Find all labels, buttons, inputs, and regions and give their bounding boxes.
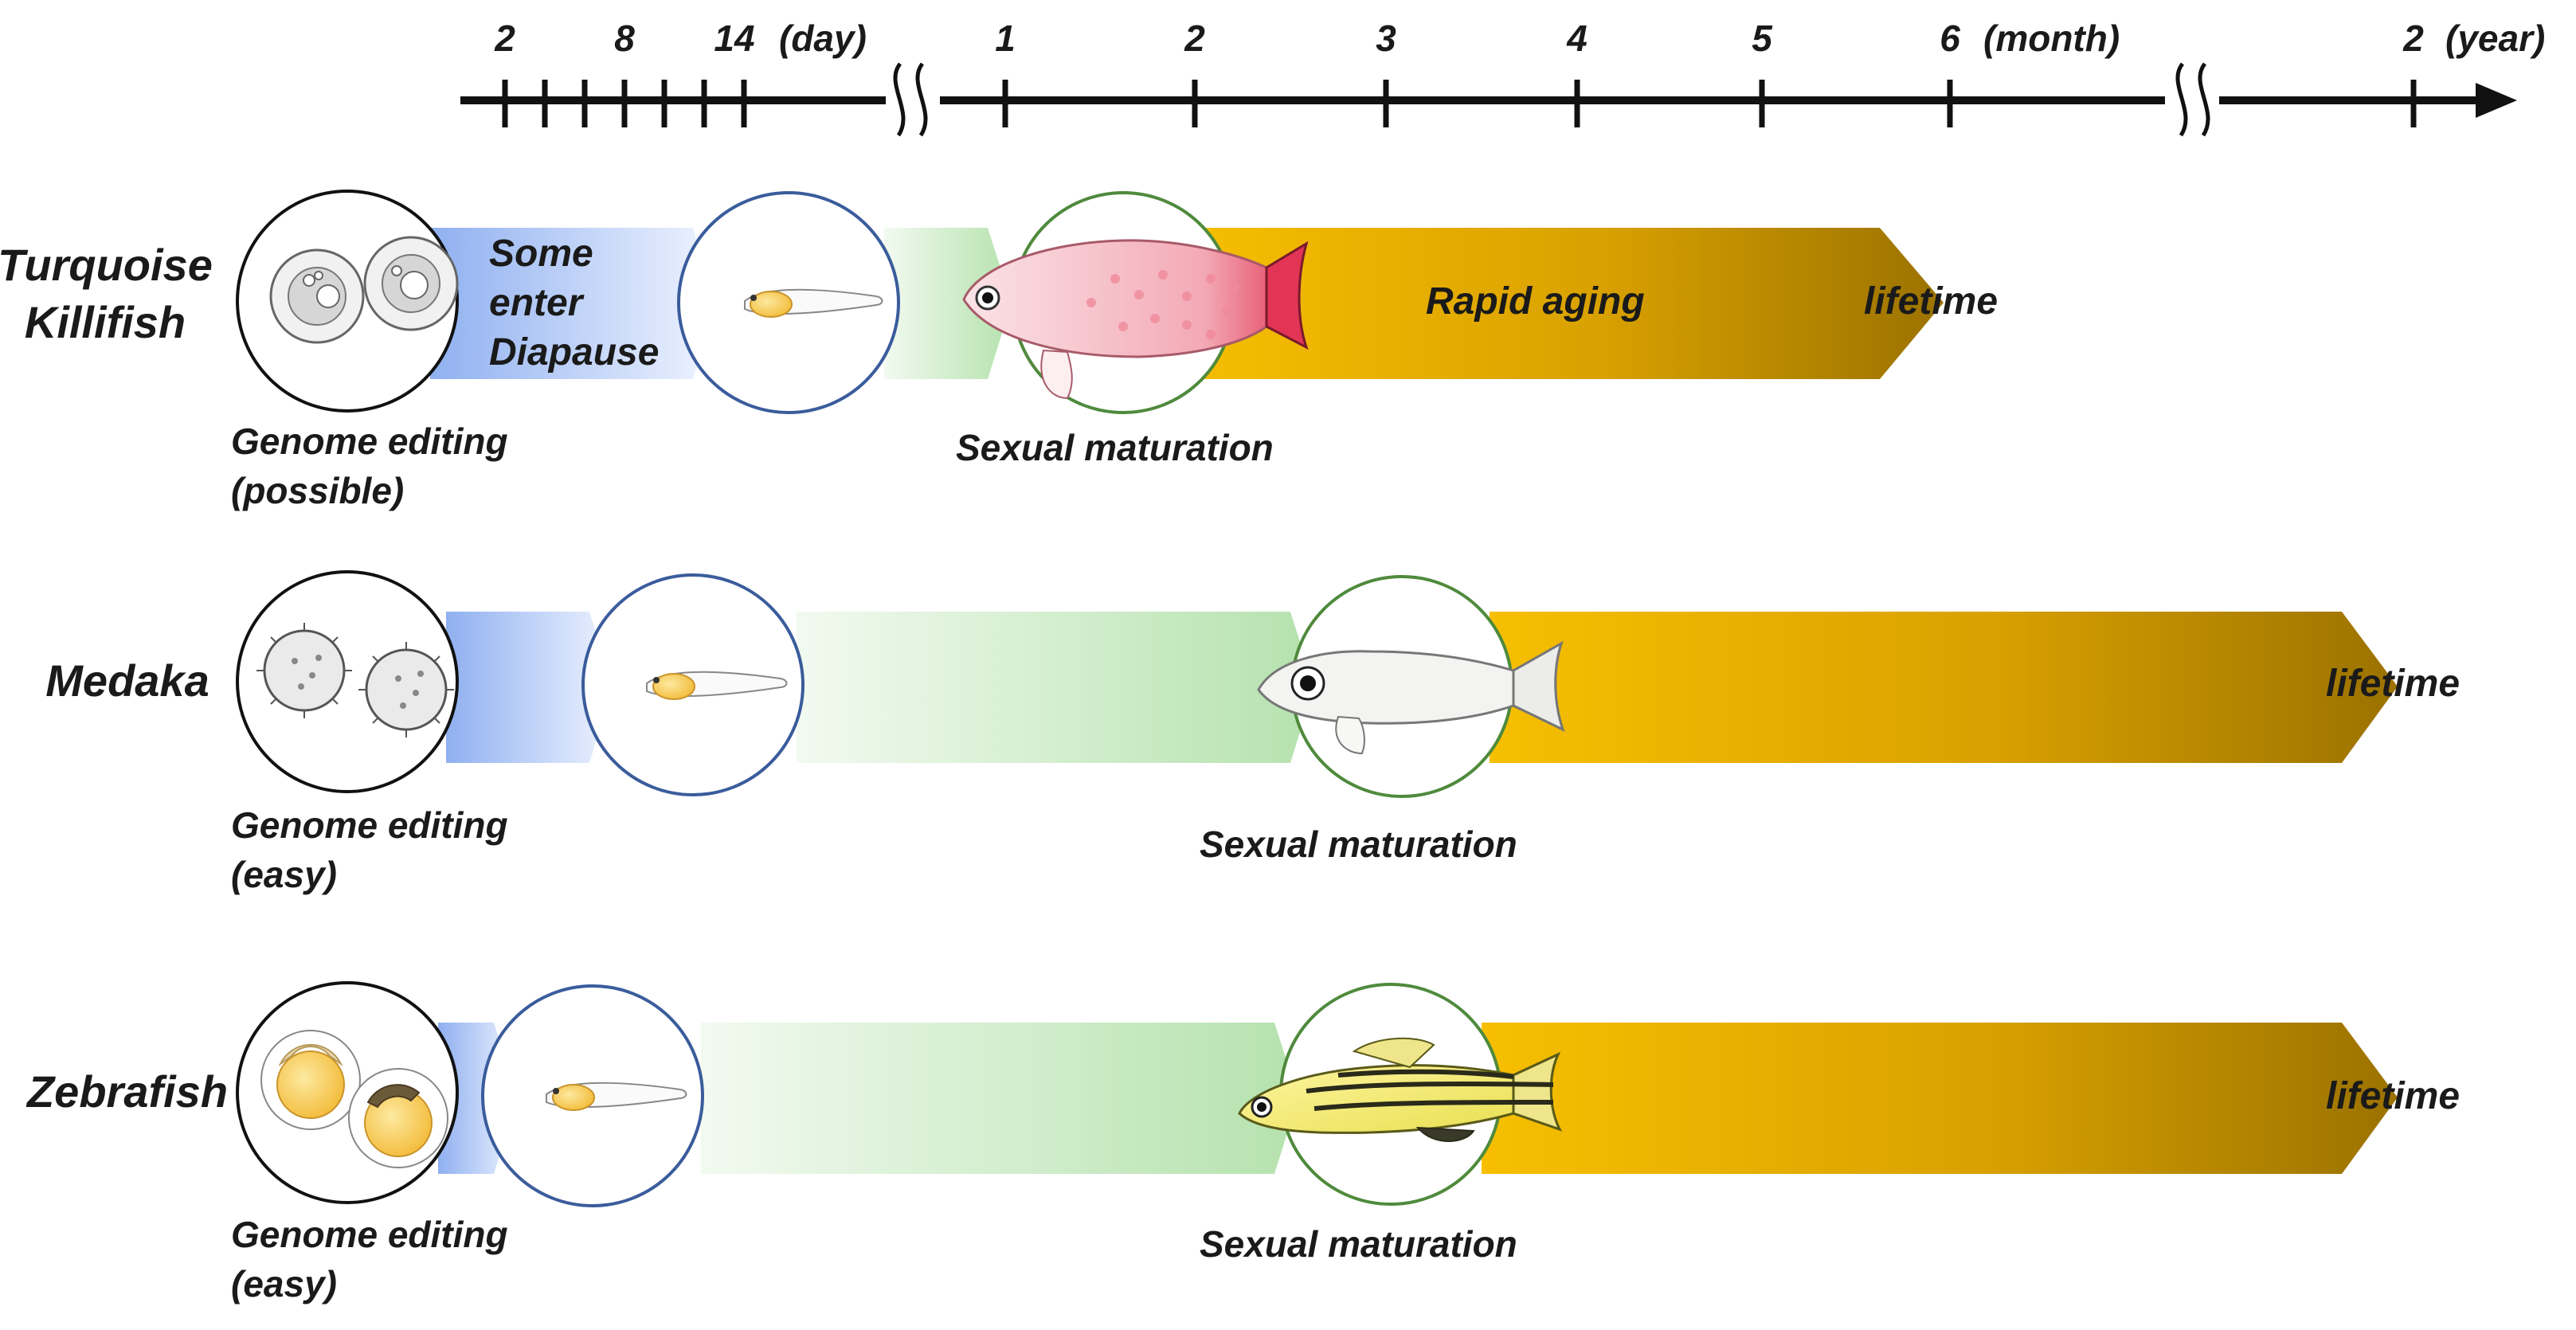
sexual-maturation-label: Sexual maturation [1200,823,1517,865]
species-name: Zebrafish [25,1066,228,1117]
axis-arrowhead [2476,83,2517,118]
killifish-egg-icon [363,236,459,331]
axis-break-2 [2175,62,2210,137]
species-name-line-2: Killifish [25,297,186,347]
day-ticks [502,80,747,127]
diapause-label-line-3: Diapause [489,331,659,374]
tick-label-day-2: 2 [494,18,515,59]
axis-unit-year: (year) [2445,18,2545,59]
tick-label-month-6: 6 [1940,18,1960,59]
tick-label-month-2: 2 [1184,18,1205,59]
rapid-aging-label: Rapid aging [1426,280,1645,323]
embryo-phase-arrow [430,228,714,379]
juvenile-phase-arrow [701,1023,1298,1174]
genome-editing-caption-line-1: Genome editing [231,421,508,462]
tick-label-year-2: 2 [2402,18,2424,59]
genome-editing-caption-line-2: (easy) [231,1263,337,1305]
month-ticks [1002,80,1953,127]
killifish-adult-icon [962,239,1309,400]
timeline-axis: 2 8 14 (day) 1 2 3 4 5 6 (month) 2 (year… [460,18,2545,137]
medaka-egg-icon [358,642,454,737]
egg-circle [236,570,459,793]
species-name-line-1: Turquoise [0,240,213,290]
lifetime-label: lifetime [2326,663,2460,705]
adult-phase-arrow [1482,1023,2398,1174]
adult-phase-arrow [1179,228,1944,379]
diapause-label-line-1: Some [489,233,593,275]
species-name: Medaka [45,655,209,706]
axis-break-1 [893,62,928,137]
diapause-label-line-2: enter [489,282,585,324]
zebrafish-egg-icon [260,1030,361,1130]
tick-label-month-1: 1 [995,18,1016,59]
axis-unit-month: (month) [1983,18,2120,59]
row-medaka: Medaka Genome editing (easy) lifetime Se… [45,570,2460,895]
genome-editing-caption-line-1: Genome editing [231,804,508,846]
juvenile-phase-arrow [797,612,1314,763]
tick-label-day-14: 14 [714,18,754,59]
larva-icon [546,1082,687,1111]
sexual-maturation-label: Sexual maturation [1200,1223,1517,1265]
tick-label-month-5: 5 [1752,18,1773,59]
lifetime-label: lifetime [1864,280,1998,323]
sexual-maturation-label: Sexual maturation [956,427,1274,468]
larva-icon [744,288,883,318]
medaka-egg-icon [256,623,352,718]
tick-label-month-3: 3 [1376,18,1396,59]
axis-unit-day: (day) [779,18,867,59]
genome-editing-caption-line-1: Genome editing [231,1214,508,1255]
genome-editing-caption-line-2: (easy) [231,854,337,895]
juvenile-phase-arrow [884,228,1012,379]
row-zebrafish: Zebrafish Genome editing (easy) lifetime… [25,981,2460,1305]
zebrafish-adult-icon [1238,1037,1562,1142]
tick-label-day-8: 8 [614,18,635,59]
killifish-egg-icon [269,248,365,344]
genome-editing-caption-line-2: (possible) [231,470,404,511]
zebrafish-egg-icon [348,1068,448,1168]
medaka-adult-icon [1257,640,1565,755]
adult-phase-arrow [1490,612,2398,763]
embryo-phase-arrow [446,612,613,763]
row-turquoise-killifish: Turquoise Killifish Genome editing (poss… [0,190,1998,511]
tick-label-month-4: 4 [1566,18,1587,59]
larva-icon [646,671,788,700]
lifetime-label: lifetime [2326,1075,2460,1117]
